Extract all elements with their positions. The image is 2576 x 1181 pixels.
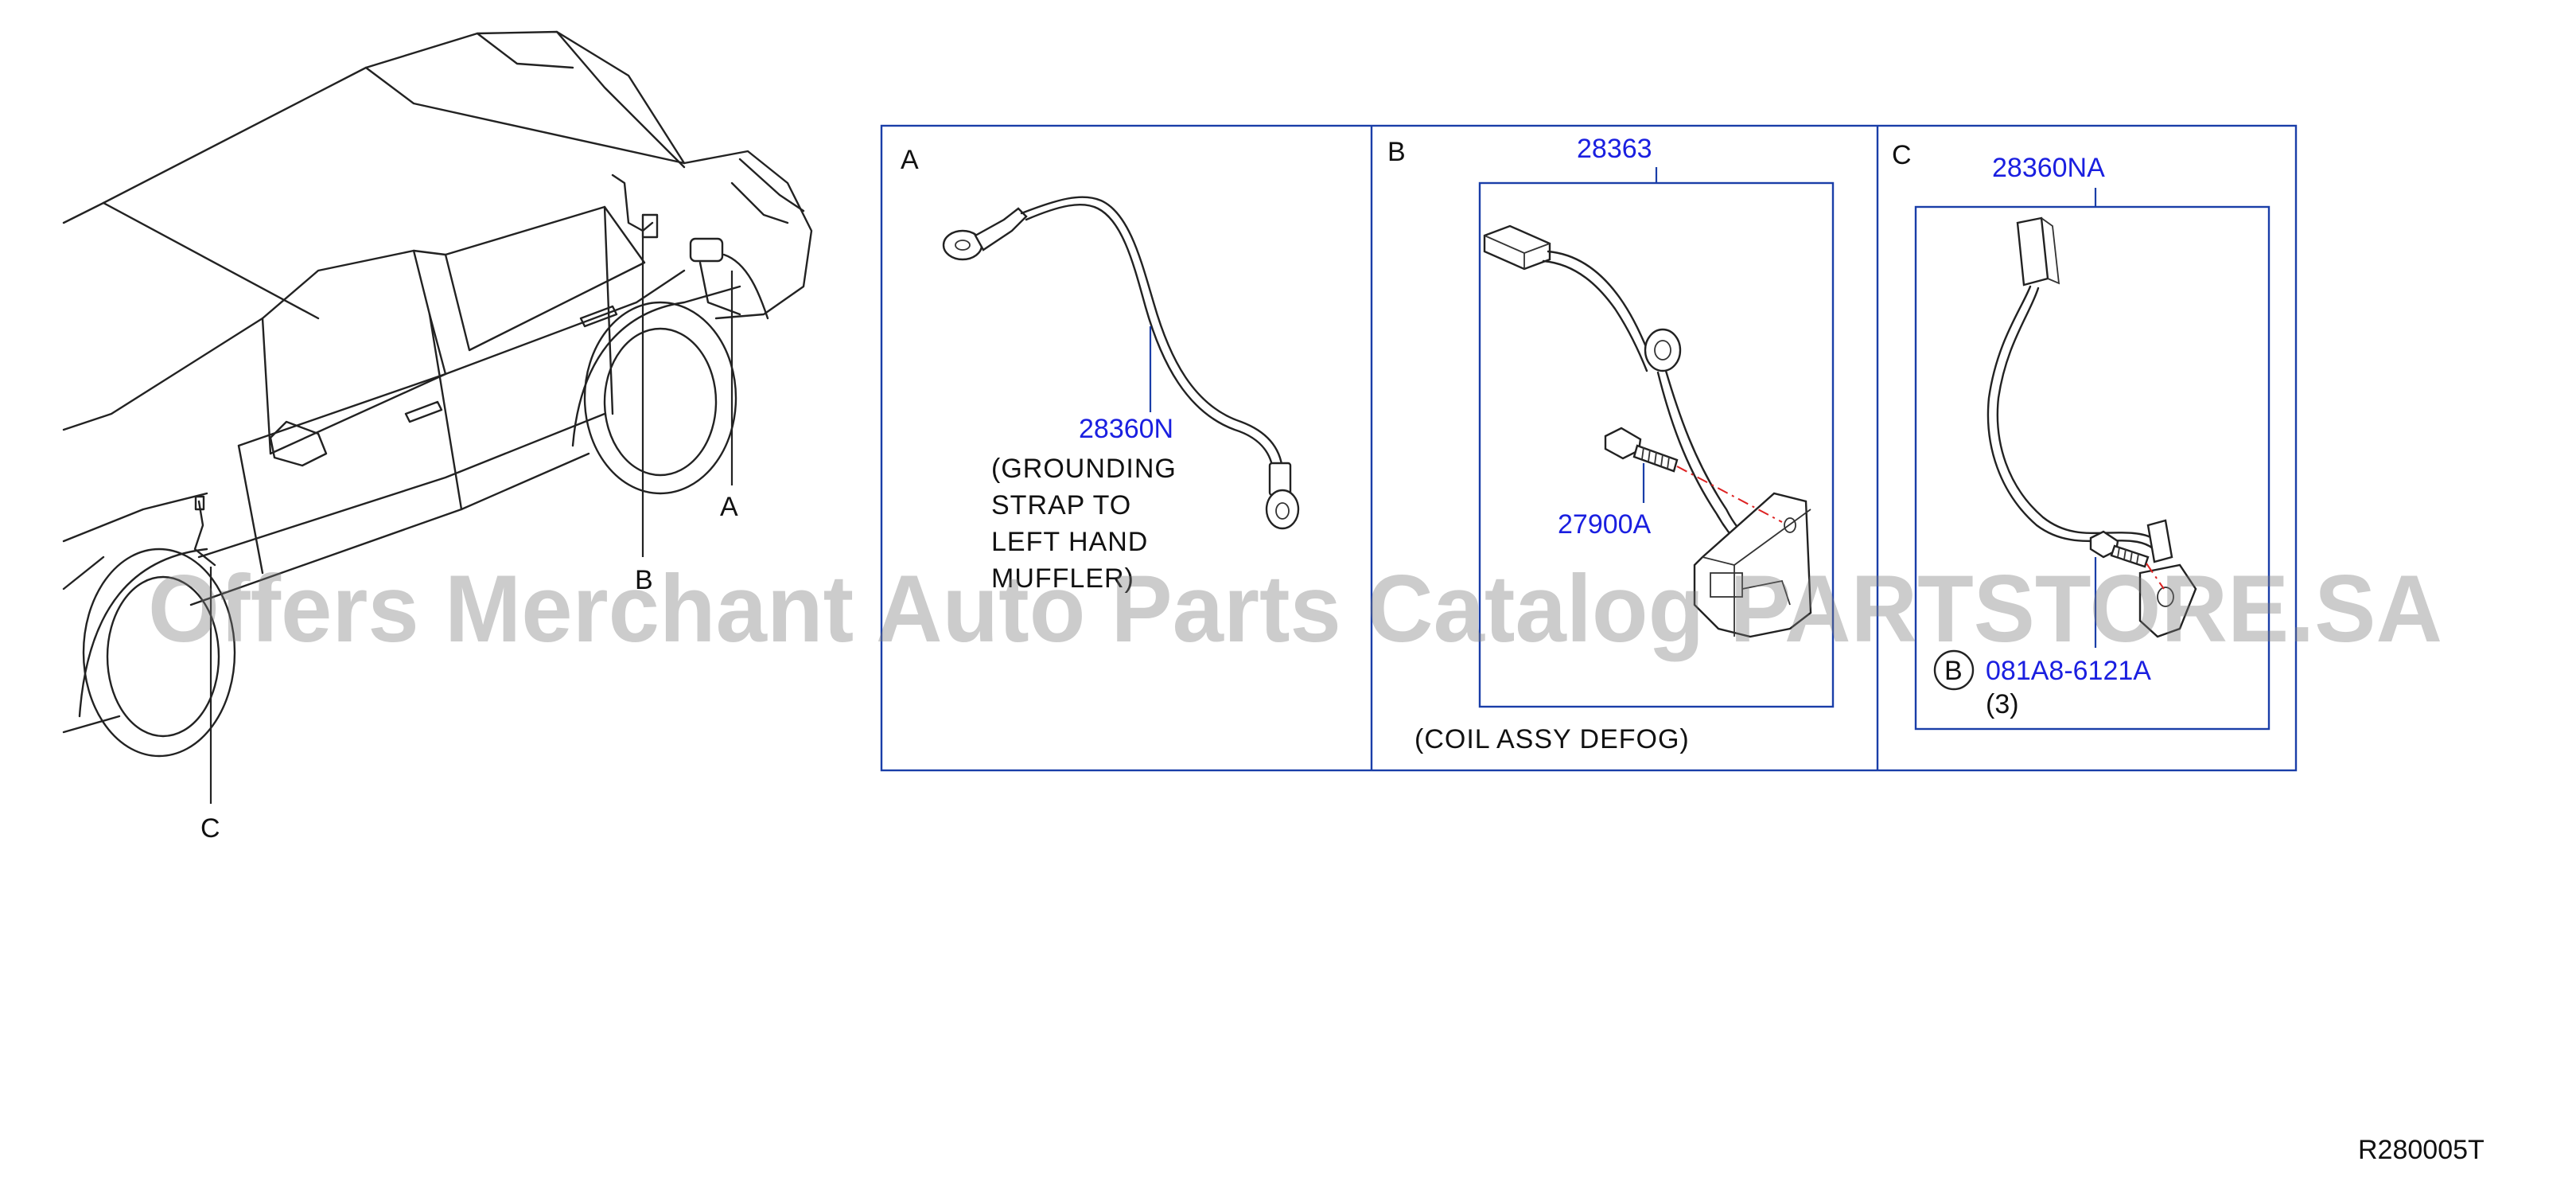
part-number-27900a[interactable]: 27900A [1558, 509, 1652, 540]
car-illustration [62, 30, 813, 758]
grounding-strap-illustration [942, 196, 1300, 530]
callout-label-c: C [200, 813, 220, 844]
note-a-line-3: LEFT HAND [991, 527, 1148, 557]
panel-a: A 28360N (GROUNDING STRAP TO LEFT HAND M… [901, 145, 1300, 594]
part-group-box-28360na [1914, 205, 2271, 731]
part-number-081a8-6121a[interactable]: 081A8-6121A [1986, 656, 2151, 686]
bolt-symbol-circle [1933, 649, 1975, 691]
callout-label-a: A [720, 492, 738, 522]
callout-label-b: B [635, 565, 653, 595]
panel-b: B 28363 27900A (COIL ASSY DEFOG [1387, 134, 1835, 754]
detail-frame [880, 124, 2298, 772]
note-a-line-4: MUFFLER) [991, 563, 1134, 594]
note-a-line-1: (GROUNDING [991, 454, 1177, 484]
panel-c-letter: C [1892, 140, 1912, 170]
diagram-reference-code: R280005T [2358, 1135, 2485, 1165]
panel-b-letter: B [1387, 137, 1406, 167]
ground-strap-c-illustration [1986, 216, 2197, 638]
watermark-text: Offers Merchant Auto Parts Catalog PARTS… [148, 555, 2442, 662]
part-number-28360na[interactable]: 28360NA [1992, 153, 2105, 183]
bolt-symbol-letter: B [1944, 656, 1963, 686]
panel-c: C 28360NA B 081A8-6121A (3) [1892, 140, 2271, 731]
bolt-centerline-b [1676, 466, 1783, 523]
note-b: (COIL ASSY DEFOG) [1414, 724, 1690, 754]
bolt-centerline-c [2146, 563, 2165, 590]
note-a-line-2: STRAP TO [991, 490, 1131, 520]
bolt-quantity: (3) [1986, 689, 2019, 719]
defog-coil-illustration [1483, 224, 1812, 638]
panel-a-letter: A [901, 145, 919, 175]
part-number-28363[interactable]: 28363 [1577, 134, 1652, 164]
part-number-28360n[interactable]: 28360N [1079, 414, 1173, 444]
